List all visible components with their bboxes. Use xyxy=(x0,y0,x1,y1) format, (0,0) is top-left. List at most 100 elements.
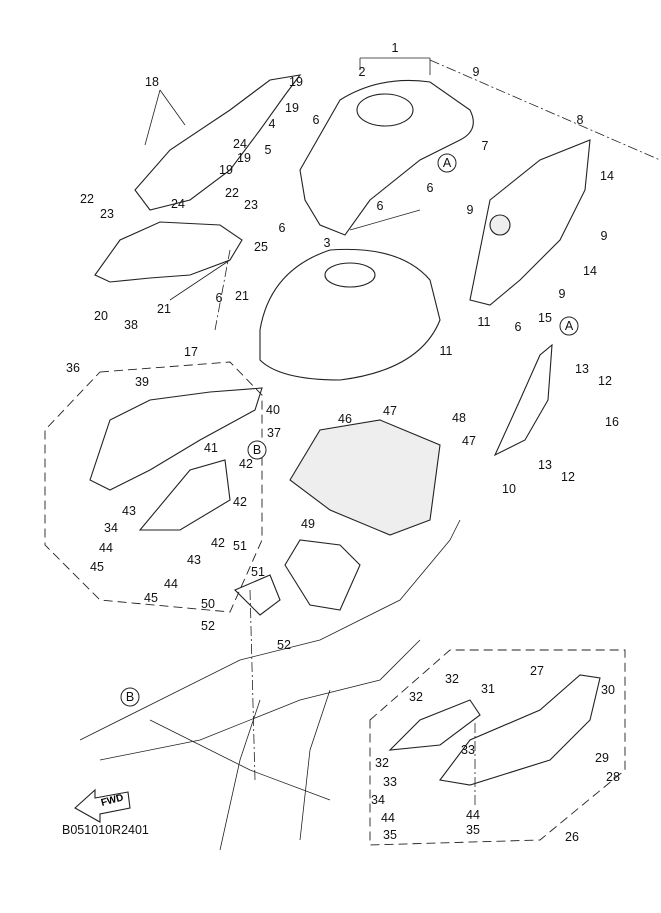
part-number-24: 24 xyxy=(171,197,185,211)
part-number-43: 43 xyxy=(122,504,136,518)
centerline xyxy=(214,59,661,805)
part-number-19: 19 xyxy=(237,151,251,165)
part-number-33: 33 xyxy=(461,743,475,757)
part-number-6: 6 xyxy=(313,113,320,127)
part-number-14: 14 xyxy=(600,169,614,183)
part-number-29: 29 xyxy=(595,751,609,765)
fuel-cap-seat xyxy=(324,262,376,288)
part-number-47: 47 xyxy=(383,404,397,418)
part-number-11: 11 xyxy=(478,315,491,329)
part-number-6: 6 xyxy=(216,291,223,305)
part-number-25: 25 xyxy=(254,240,268,254)
side-cover-8 xyxy=(469,139,591,306)
part-number-18: 18 xyxy=(145,75,159,89)
tank-top-cover xyxy=(299,79,474,236)
part-49 xyxy=(284,539,361,611)
part-number-6: 6 xyxy=(279,221,286,235)
tank-cover-46 xyxy=(289,419,441,536)
part-number-42: 42 xyxy=(239,457,253,471)
svg-text:B: B xyxy=(253,443,261,457)
svg-text:A: A xyxy=(565,319,574,333)
part-number-45: 45 xyxy=(144,591,158,605)
part-number-15: 15 xyxy=(538,311,552,325)
bracket-50 xyxy=(234,574,281,616)
dashed-groups xyxy=(44,59,661,846)
part-number-12: 12 xyxy=(598,374,612,388)
part-number-52: 52 xyxy=(277,638,291,652)
part-number-17: 17 xyxy=(184,345,198,359)
part-number-40: 40 xyxy=(266,403,280,417)
fwd-arrow xyxy=(74,788,131,823)
svg-text:B: B xyxy=(126,690,134,704)
part-number-6: 6 xyxy=(427,181,434,195)
lower-cover xyxy=(439,674,601,786)
part-number-24: 24 xyxy=(233,137,247,151)
part-number-9: 9 xyxy=(601,229,608,243)
side-panel-20 xyxy=(94,221,243,283)
part-number-32: 32 xyxy=(409,690,423,704)
part-number-6: 6 xyxy=(377,199,384,213)
part-number-42: 42 xyxy=(211,536,225,550)
part-number-3: 3 xyxy=(324,236,331,250)
part-number-13: 13 xyxy=(575,362,589,376)
part-number-32: 32 xyxy=(375,756,389,770)
part-number-33: 33 xyxy=(383,775,397,789)
front-side-cover xyxy=(134,74,302,211)
part-number-9: 9 xyxy=(559,287,566,301)
reference-mark-A: A xyxy=(437,153,457,173)
part-number-44: 44 xyxy=(381,811,395,825)
part-number-11: 11 xyxy=(440,344,453,358)
part-number-1: 1 xyxy=(392,41,399,55)
part-number-22: 22 xyxy=(80,192,94,206)
part-number-12: 12 xyxy=(561,470,575,484)
svg-text:A: A xyxy=(443,156,452,170)
part-number-9: 9 xyxy=(467,203,474,217)
part-number-31: 31 xyxy=(481,682,495,696)
part-number-19: 19 xyxy=(219,163,233,177)
part-number-36: 36 xyxy=(66,361,80,375)
part-number-39: 39 xyxy=(135,375,149,389)
part-10 xyxy=(493,343,553,457)
part-number-45: 45 xyxy=(90,560,104,574)
part-number-51: 51 xyxy=(251,565,265,579)
part-number-19: 19 xyxy=(285,101,299,115)
part-number-48: 48 xyxy=(452,411,466,425)
part-number-44: 44 xyxy=(466,808,480,822)
reference-mark-B: B xyxy=(120,687,140,707)
filler-opening xyxy=(356,93,414,127)
part-number-6: 6 xyxy=(515,320,522,334)
diagram-code: B051010R2401 xyxy=(62,823,149,837)
part-outlines xyxy=(74,74,601,851)
part-number-21: 21 xyxy=(157,302,171,316)
group-36-box xyxy=(44,361,263,613)
part-number-4: 4 xyxy=(269,117,276,131)
group-26-box xyxy=(369,649,626,846)
part-number-44: 44 xyxy=(99,541,113,555)
reference-mark-B: B xyxy=(247,440,267,460)
reference-marks: A A B B xyxy=(120,153,579,707)
leader-lines xyxy=(144,57,431,301)
part-number-44: 44 xyxy=(164,577,178,591)
part-number-49: 49 xyxy=(301,517,315,531)
emblem xyxy=(489,214,511,236)
part-number-46: 46 xyxy=(338,412,352,426)
part-number-41: 41 xyxy=(204,441,218,455)
part-number-28: 28 xyxy=(606,770,620,784)
part-number-19: 19 xyxy=(289,75,303,89)
part-number-38: 38 xyxy=(124,318,138,332)
frame xyxy=(79,519,461,851)
part-number-23: 23 xyxy=(100,207,114,221)
part-number-14: 14 xyxy=(583,264,597,278)
part-number-34: 34 xyxy=(104,521,118,535)
part-number-5: 5 xyxy=(265,143,272,157)
reference-mark-A: A xyxy=(559,316,579,336)
part-number-52: 52 xyxy=(201,619,215,633)
bracket-41 xyxy=(138,459,231,531)
part-number-30: 30 xyxy=(601,683,615,697)
part-number-10: 10 xyxy=(502,482,516,496)
part-number-35: 35 xyxy=(383,828,397,842)
part-number-20: 20 xyxy=(94,309,108,323)
part-number-26: 26 xyxy=(565,830,579,844)
